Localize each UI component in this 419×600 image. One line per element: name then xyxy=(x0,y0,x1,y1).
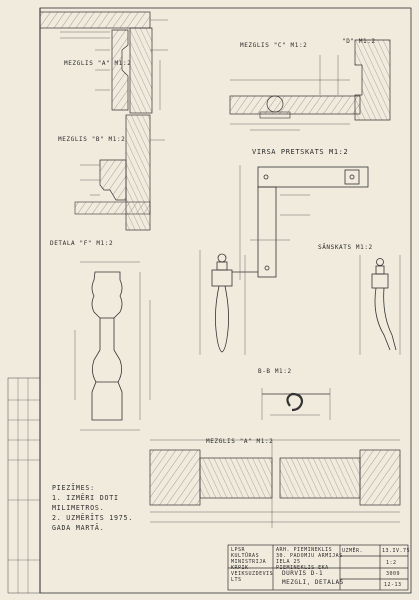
org-line: LPSR xyxy=(231,547,246,553)
sheet-number: 12-13 xyxy=(384,582,402,588)
label-hinge-front: VIRSA PRETSKATS M1:2 xyxy=(252,148,349,156)
label-detail-a: MEZGLIS "A" M1:2 xyxy=(64,60,132,67)
b-b-section xyxy=(261,388,331,420)
label-detail-f: DETALA "F" M1:2 xyxy=(50,240,114,247)
detail-a-section xyxy=(39,11,168,114)
detail-c-section xyxy=(229,39,391,131)
org-line: KRPIK xyxy=(231,565,249,571)
handle-drawing xyxy=(199,250,258,355)
hinge-front-view xyxy=(239,165,369,280)
project-line: 30. PADOMJU ARMIJAS xyxy=(276,553,343,559)
label-lower-joint: MEZGLIS "A" M1:2 xyxy=(206,438,274,445)
binding-strip xyxy=(7,377,41,594)
title-project: ARH. PIEMINEKLIS 30. PADOMJU ARMIJAS IEL… xyxy=(276,547,343,571)
role-line: VEIKSUZDEVIS xyxy=(231,571,274,577)
sheet-title-2: MEZGLI, DETALAS xyxy=(282,579,344,586)
lower-joint-section xyxy=(149,439,401,528)
label-b-b: B-B M1:2 xyxy=(258,368,292,375)
baluster-drawing xyxy=(74,261,151,431)
stage-label: UZMĒR. xyxy=(342,548,364,554)
role-line: LTS xyxy=(231,577,242,583)
drawing-notes: PIEZĪMES: 1. IZMĒRI DOTI MILIMETROS. 2. … xyxy=(52,483,133,533)
project-line: IELA 25 xyxy=(276,559,301,565)
side-view-drawing xyxy=(359,255,401,355)
project-line: PIEMINEKLIS EKA xyxy=(276,565,329,571)
note-line: 2. UZMĒRĪTS 1975. xyxy=(52,514,134,522)
stage-value: 13.IV.75 xyxy=(382,548,411,554)
note-line: PIEZĪMES: xyxy=(52,484,95,492)
drawing-number: 3009 xyxy=(386,571,401,577)
note-line: 1. IZMĒRI DOTI xyxy=(52,494,119,502)
label-detail-c: MEZGLIS "C" M1:2 xyxy=(240,42,308,49)
label-detail-d: "D" M1:2 xyxy=(342,38,376,45)
title-block xyxy=(227,544,409,591)
org-line: KULTŪRAS xyxy=(231,553,260,559)
label-side-view: SĀNSKATS M1:2 xyxy=(318,244,373,251)
detail-b-section xyxy=(74,114,165,231)
org-line: MINISTRIJA xyxy=(231,559,267,565)
note-line: MILIMETROS. xyxy=(52,504,105,512)
title-org: LPSR KULTŪRAS MINISTRIJA KRPIK xyxy=(231,547,266,571)
label-detail-b: MEZGLIS "B" M1:2 xyxy=(58,136,126,143)
sheet-title-1: DURVIS D-1 xyxy=(282,570,324,577)
project-line: ARH. PIEMINEKLIS xyxy=(276,547,333,553)
note-line: GADA MARTĀ. xyxy=(52,524,105,532)
scale-value: 1:2 xyxy=(386,560,397,566)
role-label: VEIKSUZDEVIS LTS xyxy=(231,571,273,583)
